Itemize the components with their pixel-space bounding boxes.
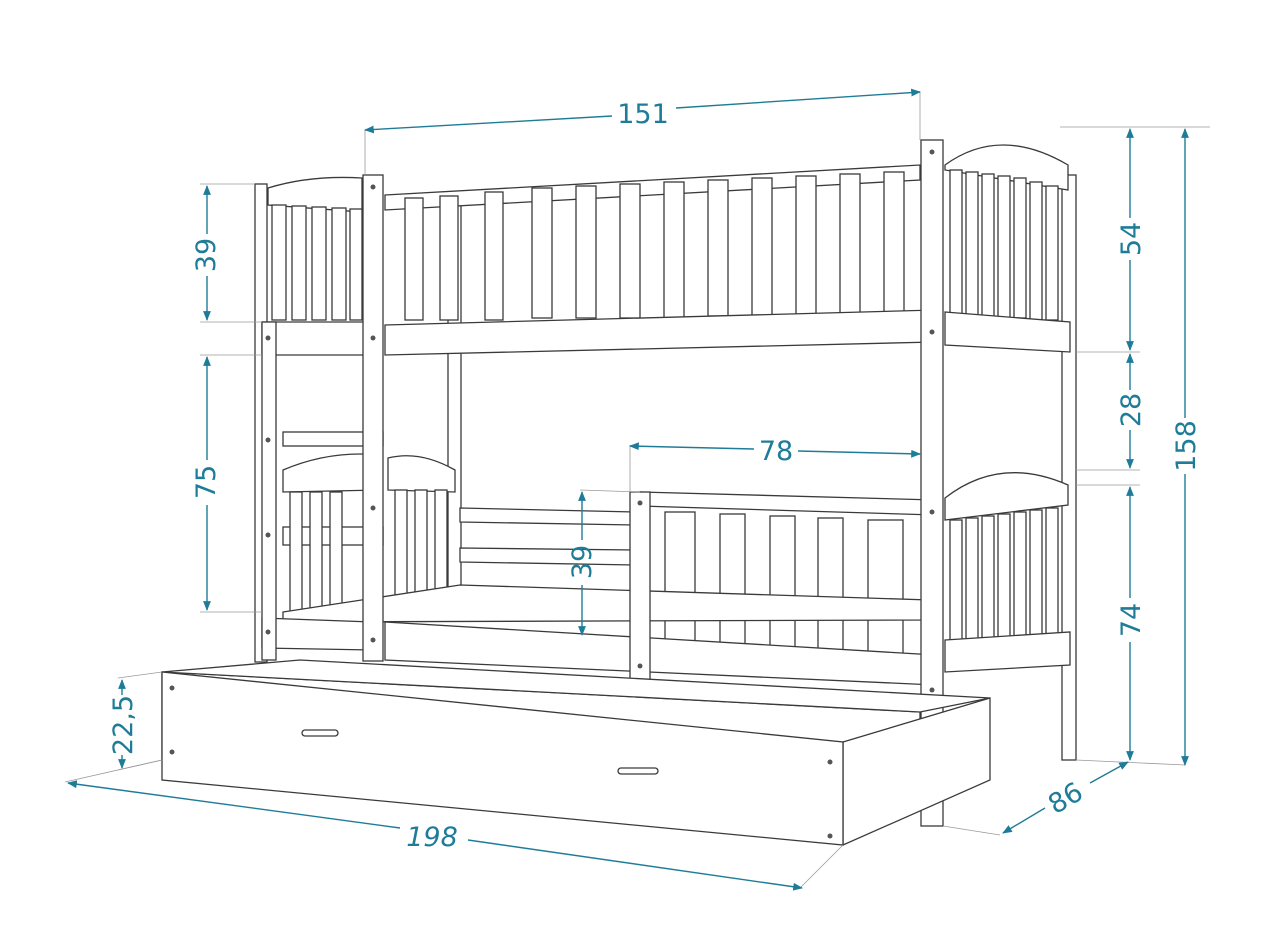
dimension-158: 158 [1171, 128, 1202, 766]
dim-label-lower-opening: 78 [759, 436, 793, 467]
dimension-39-upper: 39 [191, 185, 222, 321]
dimension-151: 151 [364, 88, 921, 134]
dim-label-ladder-gap: 75 [191, 465, 222, 499]
dimension-75: 75 [191, 356, 222, 611]
upper-left-headboard [267, 176, 363, 321]
dimension-74: 74 [1116, 486, 1147, 761]
dimension-78: 78 [629, 436, 921, 467]
dim-label-depth: 86 [1043, 777, 1088, 821]
dimension-198: 198 [67, 780, 803, 891]
dim-label-upper-guard: 39 [191, 238, 222, 272]
dimension-22-5: 22,5 [108, 679, 139, 769]
dim-label-total-length: 198 [406, 822, 458, 853]
extension-lines [64, 92, 1210, 889]
bed-frame [161, 139, 1077, 846]
dim-label-upper-headboard: 54 [1116, 222, 1147, 256]
dimension-54: 54 [1116, 128, 1147, 351]
dim-label-drawer-height: 22,5 [108, 695, 139, 755]
dim-label-top-width: 151 [617, 99, 669, 130]
dim-label-lower-guard: 39 [567, 545, 598, 579]
upper-right-headboard [944, 144, 1069, 321]
dim-label-lower-bed: 74 [1116, 603, 1147, 637]
upper-back-slats [404, 171, 905, 321]
dim-label-total-height: 158 [1171, 420, 1202, 472]
dim-label-between-beds: 28 [1116, 393, 1147, 427]
lower-guard-slats [664, 511, 904, 661]
lower-left-headboard [282, 453, 456, 616]
dimension-39-lower: 39 [567, 491, 598, 636]
dimension-28: 28 [1116, 353, 1147, 469]
trundle-drawer [161, 659, 991, 846]
dimension-86: 86 [1002, 761, 1129, 834]
